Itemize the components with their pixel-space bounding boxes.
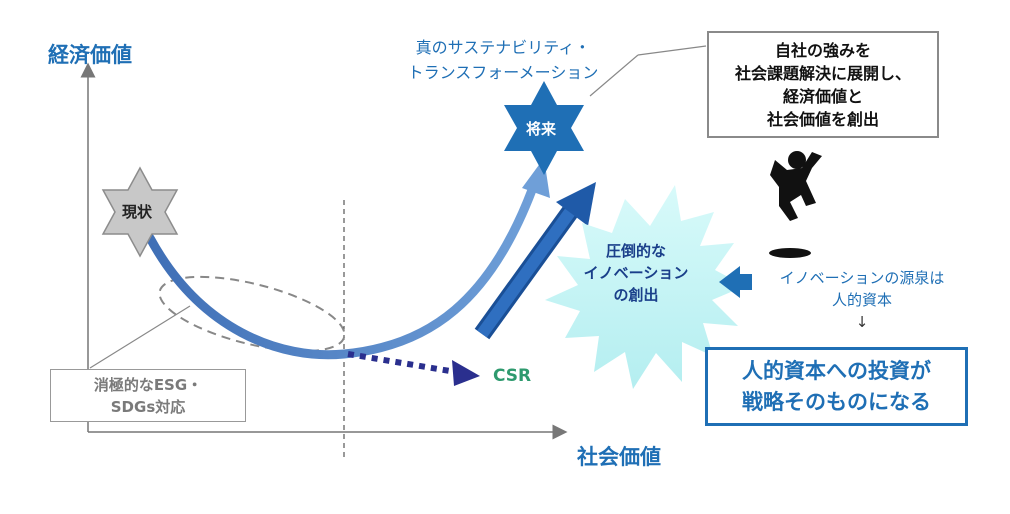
- csr-dotted-arrowhead: [452, 360, 480, 386]
- passive-esg-box: 消極的なESG・ SDGs対応: [50, 369, 246, 422]
- passive-leader-line: [89, 305, 191, 369]
- callout-line-1: 自社の強みを: [774, 40, 871, 60]
- x-axis-label: 社会価値: [577, 445, 661, 469]
- innovation-burst: [545, 185, 745, 389]
- source-line-2: 人的資本: [831, 291, 892, 309]
- true-sx-label: 真のサステナビリティ・ トランスフォーメーション: [388, 35, 618, 85]
- true-sx-line-1: 真のサステナビリティ・: [415, 38, 591, 57]
- innovation-source-label: イノベーションの源泉は 人的資本 ↓: [752, 267, 972, 333]
- future-star-label: 将来: [526, 120, 557, 138]
- innovation-arrow-highlight: [477, 208, 575, 338]
- innovation-label: 圧倒的な イノベーション の創出: [566, 240, 706, 306]
- source-left-arrow: [719, 266, 752, 298]
- innovation-line-1: 圧倒的な: [605, 242, 666, 260]
- passive-line-1: 消極的なESG・: [93, 375, 203, 394]
- callout-line-2: 社会課題解決に展開し、: [734, 63, 911, 83]
- callout-leader-line-2: [637, 45, 707, 56]
- passive-line-2: SDGs対応: [110, 397, 186, 416]
- true-sx-line-2: トランスフォーメーション: [407, 63, 599, 82]
- callout-line-3: 経済価値と: [782, 86, 863, 106]
- callout-line-4: 社会価値を創出: [766, 109, 879, 129]
- current-star-label: 現状: [122, 203, 153, 221]
- conclusion-line-1: 人的資本への投資が: [742, 358, 931, 383]
- source-down-arrow: ↓: [855, 313, 869, 331]
- passive-zone-ellipse: [158, 275, 346, 353]
- source-line-1: イノベーションの源泉は: [779, 269, 945, 287]
- innovation-line-3: の創出: [613, 286, 659, 304]
- y-axis-label: 経済価値: [48, 43, 132, 67]
- jumping-person-icon: [769, 151, 822, 258]
- strength-callout-box: 自社の強みを 社会課題解決に展開し、 経済価値と 社会価値を創出: [707, 31, 939, 138]
- current-star: [101, 166, 179, 258]
- csr-label: CSR: [493, 366, 532, 386]
- growth-curve: [145, 185, 537, 360]
- csr-dotted-arrow: [347, 351, 457, 375]
- future-star: [504, 81, 584, 175]
- callout-leader-line: [589, 54, 639, 97]
- innovation-line-2: イノベーション: [583, 264, 689, 282]
- conclusion-line-2: 戦略そのものになる: [742, 389, 931, 414]
- conclusion-box: 人的資本への投資が 戦略そのものになる: [705, 347, 968, 426]
- innovation-arrow-head: [556, 182, 596, 226]
